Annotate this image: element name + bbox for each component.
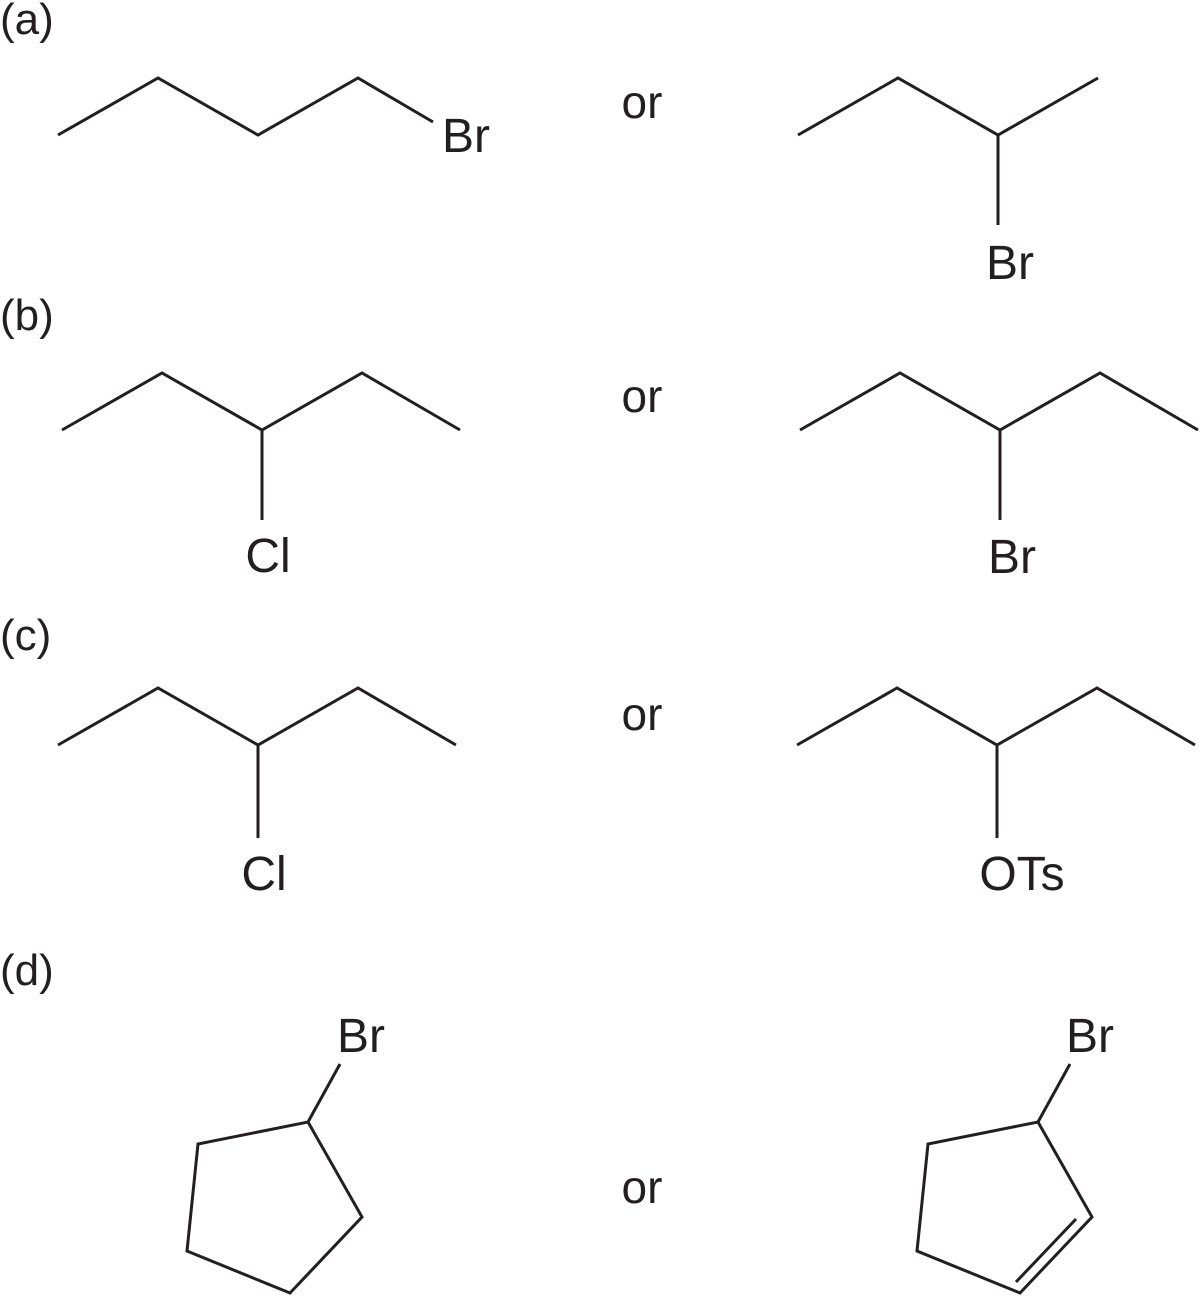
problem-c-left-substituent: Cl	[241, 848, 286, 901]
problem-d-right-molecule: Br	[915, 1010, 1114, 1295]
problem-c: (c) Cl or OTs	[0, 611, 1196, 901]
problem-b-right-molecule: Br	[799, 371, 1199, 584]
problem-a-right-molecule: Br	[797, 76, 1099, 290]
problem-c-left-molecule: Cl	[57, 686, 457, 901]
problem-d-left-cyclopentane-ring	[185, 1120, 364, 1295]
problem-c-or: or	[622, 688, 663, 740]
problem-c-right-carbon-chain	[796, 686, 1196, 747]
problem-b-left-substituent: Cl	[245, 530, 290, 583]
problem-c-right-substituent: OTs	[979, 848, 1064, 901]
problem-a-right-carbon-chain	[797, 76, 1099, 137]
problem-c-right-molecule: OTs	[796, 686, 1196, 901]
problem-d-left-molecule: Br	[185, 1010, 385, 1295]
problem-b-or: or	[622, 370, 663, 422]
problem-d-right-substituent-bond	[1036, 1063, 1072, 1123]
problem-a-or: or	[622, 76, 663, 128]
problem-d-label: (d)	[0, 946, 54, 995]
problem-a-left-carbon-chain	[57, 76, 434, 137]
problem-b-right-carbon-chain	[799, 371, 1199, 432]
problem-d-right-ring-double-bond	[1014, 1217, 1078, 1284]
problem-b-label: (b)	[0, 291, 54, 340]
problem-d-left-substituent-bond	[306, 1063, 342, 1123]
problem-a: (a) Br or Br	[0, 0, 1099, 290]
problem-a-left-molecule: Br	[57, 76, 490, 163]
problem-d-right-cyclopentene-ring	[915, 1120, 1094, 1295]
problem-c-left-carbon-chain	[57, 686, 457, 747]
problem-d: (d) Br or Br	[0, 946, 1114, 1295]
problem-b: (b) Cl or Br	[0, 291, 1199, 584]
problem-b-right-substituent: Br	[988, 531, 1036, 584]
problem-b-left-carbon-chain	[61, 371, 461, 432]
problem-d-left-substituent: Br	[337, 1010, 385, 1063]
problem-b-left-molecule: Cl	[61, 371, 461, 583]
problem-c-label: (c)	[0, 611, 51, 660]
problem-a-right-substituent: Br	[986, 237, 1034, 290]
problem-a-label: (a)	[0, 0, 54, 44]
problem-d-right-substituent: Br	[1066, 1010, 1114, 1063]
problem-d-or: or	[622, 1161, 663, 1213]
problem-a-left-substituent: Br	[442, 110, 490, 163]
